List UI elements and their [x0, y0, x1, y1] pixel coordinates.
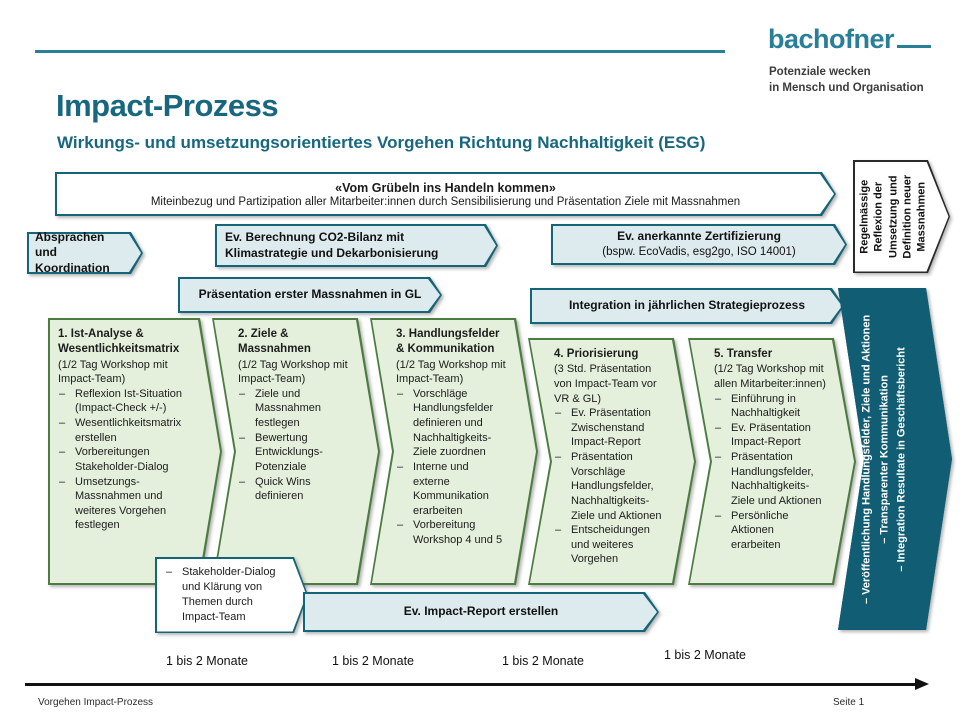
step-bullet: Vorschläge Handlungsfelder definieren un…: [396, 387, 508, 460]
step-bullet: Wesentlichkeitsmatrix erstellen: [58, 416, 192, 445]
zertifizierung-line1: Ev. anerkannte Zertifizierung: [617, 229, 781, 244]
step-bullet: Ev. Präsentation Impact-Report: [714, 421, 826, 450]
step-subtitle: (1/2 Tag Workshop mit Impact-Team): [396, 358, 506, 386]
step-bullet: Interne und externe Kommunikation erarbe…: [396, 460, 508, 519]
duration-label-1: 1 bis 2 Monate: [166, 654, 248, 668]
logo-underscore: [897, 45, 932, 48]
publish-arrow: – Veröffentlichung Handlungsfelder, Ziel…: [838, 288, 952, 630]
timeline-arrowhead-icon: [915, 678, 929, 690]
brand-tagline: Potenziale wecken in Mensch und Organisa…: [769, 66, 924, 95]
page-subtitle: Wirkungs- und umsetzungsorientiertes Vor…: [57, 133, 706, 152]
step-title: 3. Handlungsfelder & Kommunikation: [396, 328, 500, 356]
step-bullet: Vorbereitungen Stakeholder-Dialog: [58, 445, 192, 474]
process-step-4: 4. Priorisierung (3 Std. Präsentation vo…: [528, 338, 696, 585]
stakeholder-callout: Stakeholder-Dialog und Klärung von Theme…: [155, 557, 308, 633]
banner: «Vom Grübeln ins Handeln kommen» Miteinb…: [55, 172, 836, 216]
step-title: 1. Ist-Analyse & Wesentlichkeitsmatrix: [58, 328, 180, 356]
timeline-arrow-line: [25, 683, 917, 686]
duration-label-2: 1 bis 2 Monate: [332, 654, 414, 668]
banner-line2: Miteinbezug und Partizipation aller Mita…: [150, 195, 741, 208]
stakeholder-text: Stakeholder-Dialog und Klärung von Theme…: [165, 565, 290, 624]
duration-label-3: 1 bis 2 Monate: [502, 654, 584, 668]
step-subtitle: (1/2 Tag Workshop mit Impact-Team): [58, 358, 168, 386]
header-rule: [35, 50, 725, 53]
step-title: 2. Ziele & Massnahmen: [238, 328, 311, 356]
step-bullet: Reflexion Ist-Situation (Impact-Check +/…: [58, 387, 192, 416]
process-step-1: 1. Ist-Analyse & Wesentlichkeitsmatrix (…: [48, 318, 222, 585]
brand-logo: bachofner: [768, 24, 932, 55]
step-bullet: Umsetzungs-Massnahmen und weiteres Vorge…: [58, 475, 192, 534]
process-step-3: 3. Handlungsfelder & Kommunikation (1/2 …: [370, 318, 538, 585]
step-subtitle: (1/2 Tag Workshop mit allen Mitarbeiter:…: [714, 363, 826, 390]
footer-right: Seite 1: [833, 697, 865, 708]
impact-report-box: Ev. Impact-Report erstellen: [303, 592, 659, 632]
step-bullet: Bewertung Entwicklungs-Potenziale: [238, 431, 350, 475]
integration-box: Integration in jährlichen Strategieproze…: [530, 288, 844, 324]
step-bullet: Persönliche Aktionen erarbeiten: [714, 509, 826, 553]
step-bullet: Quick Wins definieren: [238, 475, 350, 504]
impact-report-label: Ev. Impact-Report erstellen: [403, 604, 559, 619]
praesentation-gl-label: Präsentation erster Massnahmen in GL: [198, 287, 422, 302]
step-subtitle: (3 Std. Präsentation von Impact-Team vor…: [554, 363, 657, 405]
step-subtitle: (1/2 Tag Workshop mit Impact-Team): [238, 358, 348, 386]
zertifizierung-box: Ev. anerkannte Zertifizierung (bspw. Eco…: [551, 224, 847, 265]
absprachen-label: Absprachen und Koordination: [35, 229, 110, 275]
footer-left: Vorgehen Impact-Prozess: [38, 697, 154, 708]
regelmaessige-reflexion-box: Regelmässige Reflexion der Umsetzung und…: [853, 160, 950, 273]
step-bullet: Vorbereitung Workshop 4 und 5: [396, 518, 508, 547]
page-title: Impact-Prozess: [56, 88, 279, 123]
duration-label-4: 1 bis 2 Monate: [664, 648, 746, 662]
process-step-2: 2. Ziele & Massnahmen (1/2 Tag Workshop …: [212, 318, 380, 585]
praesentation-gl-box: Präsentation erster Massnahmen in GL: [178, 277, 442, 313]
step-bullet: Einführung in Nachhaltigkeit: [714, 392, 826, 421]
step-bullet: Präsentation Handlungsfelder, Nachhaltig…: [714, 450, 826, 509]
step-title: 5. Transfer: [714, 348, 773, 360]
zertifizierung-line2: (bspw. EcoVadis, esg2go, ISO 14001): [602, 245, 796, 258]
co2-bilanz-box: Ev. Berechnung CO2-Bilanz mit Klimastrat…: [215, 224, 498, 267]
brand-logo-text: bachofner: [768, 24, 895, 54]
co2-bilanz-label: Ev. Berechnung CO2-Bilanz mit Klimastrat…: [225, 230, 439, 260]
integration-label: Integration in jährlichen Strategieproze…: [568, 298, 806, 313]
process-step-5: 5. Transfer (1/2 Tag Workshop mit allen …: [688, 338, 856, 585]
regelmaessige-reflexion-label: Regelmässige Reflexion der Umsetzung und…: [857, 174, 927, 259]
step-bullet: Ev. Präsentation Zwischenstand Impact-Re…: [554, 406, 666, 450]
step-bullet: Ziele und Massnahmen festlegen: [238, 387, 350, 431]
step-title: 4. Priorisierung: [554, 348, 639, 360]
step-bullet: Präsentation Vorschläge Handlungsfelder,…: [554, 450, 666, 523]
publish-arrow-text: – Veröffentlichung Handlungsfelder, Ziel…: [860, 314, 908, 604]
absprachen-box: Absprachen und Koordination: [27, 229, 143, 275]
banner-line1: «Vom Grübeln ins Handeln kommen»: [335, 180, 556, 195]
step-bullet: Entscheidungen und weiteres Vorgehen: [554, 523, 666, 567]
